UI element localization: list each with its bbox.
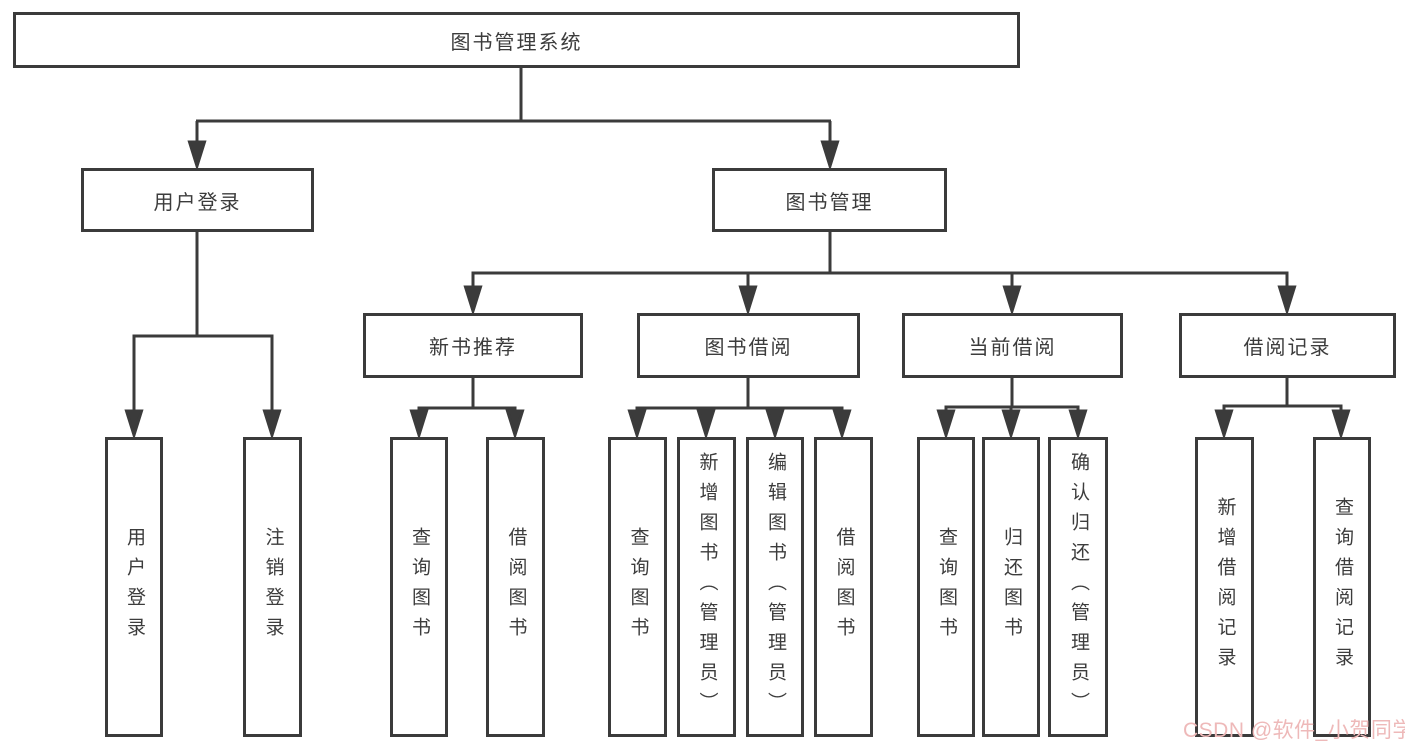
node-label: 借阅记录 <box>1243 337 1332 359</box>
leaf-query-books-borrow: 查询图书 <box>608 437 667 737</box>
leaf-query-books-recommend: 查询图书 <box>390 437 448 737</box>
leaf-query-borrow-record: 查询借阅记录 <box>1313 437 1371 737</box>
arrowhead-icon <box>832 409 852 441</box>
node-current-borrow: 当前借阅 <box>902 313 1123 378</box>
node-label: 用户登录 <box>124 527 145 647</box>
leaf-add-borrow-record: 新增借阅记录 <box>1195 437 1254 737</box>
leaf-return-books: 归还图书 <box>982 437 1040 737</box>
node-label: 查询借阅记录 <box>1332 497 1353 677</box>
node-label: 图书借阅 <box>704 337 793 359</box>
connector-borrow-record-group <box>1214 378 1351 441</box>
connector-current-borrow-group <box>936 378 1088 441</box>
leaf-borrow-books: 借阅图书 <box>814 437 873 737</box>
arrowhead-icon <box>1277 285 1297 317</box>
leaf-borrow-books-recommend: 借阅图书 <box>486 437 545 737</box>
node-book-management: 图书管理 <box>712 168 947 232</box>
arrowhead-icon <box>463 285 483 317</box>
leaf-user-login: 用户登录 <box>105 437 163 737</box>
leaf-add-books-admin: 新增图书（管理员） <box>677 437 736 737</box>
leaf-logout-login: 注销登录 <box>243 437 302 737</box>
arrowhead-icon <box>936 409 956 441</box>
node-new-book-recommend: 新书推荐 <box>363 313 583 378</box>
node-label: 编辑图书（管理员） <box>765 452 786 722</box>
arrowhead-icon <box>262 409 282 441</box>
arrowhead-icon <box>1214 409 1234 441</box>
arrowhead-icon <box>738 285 758 317</box>
node-user-login: 用户登录 <box>81 168 314 232</box>
arrowhead-icon <box>1331 409 1351 441</box>
arrowhead-icon <box>696 409 716 441</box>
node-label: 查询图书 <box>936 527 957 647</box>
watermark: CSDN @软件_小贺同学 <box>1183 719 1405 742</box>
node-borrow-record: 借阅记录 <box>1179 313 1396 378</box>
node-label: 用户登录 <box>153 191 242 214</box>
node-label: 当前借阅 <box>968 337 1057 359</box>
node-label: 归还图书 <box>1001 527 1022 647</box>
arrowhead-icon <box>187 140 207 172</box>
node-label: 新增借阅记录 <box>1214 497 1236 677</box>
node-label: 新书推荐 <box>429 337 517 359</box>
node-label: 查询图书 <box>409 527 430 647</box>
connector-book-management-group <box>463 232 1297 317</box>
connector-user-login-group <box>124 232 282 441</box>
arrowhead-icon <box>1068 409 1088 441</box>
arrowhead-icon <box>1001 409 1021 441</box>
arrowhead-icon <box>409 409 429 441</box>
arrowhead-icon <box>124 409 144 441</box>
leaf-confirm-return-admin: 确认归还（管理员） <box>1048 437 1108 737</box>
connector-new-book-group <box>409 378 525 441</box>
node-label: 图书管理系统 <box>450 31 583 54</box>
arrowhead-icon <box>765 409 785 441</box>
connector-book-borrow-group <box>627 378 852 441</box>
leaf-query-books-current: 查询图书 <box>917 437 975 737</box>
node-book-borrow: 图书借阅 <box>637 313 860 378</box>
leaf-edit-books-admin: 编辑图书（管理员） <box>746 437 804 737</box>
node-label: 注销登录 <box>262 527 284 647</box>
node-label: 新增图书（管理员） <box>696 452 718 722</box>
node-label: 借阅图书 <box>505 527 527 647</box>
node-label: 图书管理 <box>785 191 874 214</box>
node-label: 借阅图书 <box>833 527 855 647</box>
connector-root-to-branches <box>187 68 840 172</box>
arrowhead-icon <box>1002 285 1022 317</box>
node-label: 确认归还（管理员） <box>1068 452 1089 722</box>
arrowhead-icon <box>627 409 647 441</box>
arrowhead-icon <box>820 140 840 172</box>
node-root-system: 图书管理系统 <box>13 12 1020 68</box>
node-label: 查询图书 <box>627 527 649 647</box>
arrowhead-icon <box>505 409 525 441</box>
